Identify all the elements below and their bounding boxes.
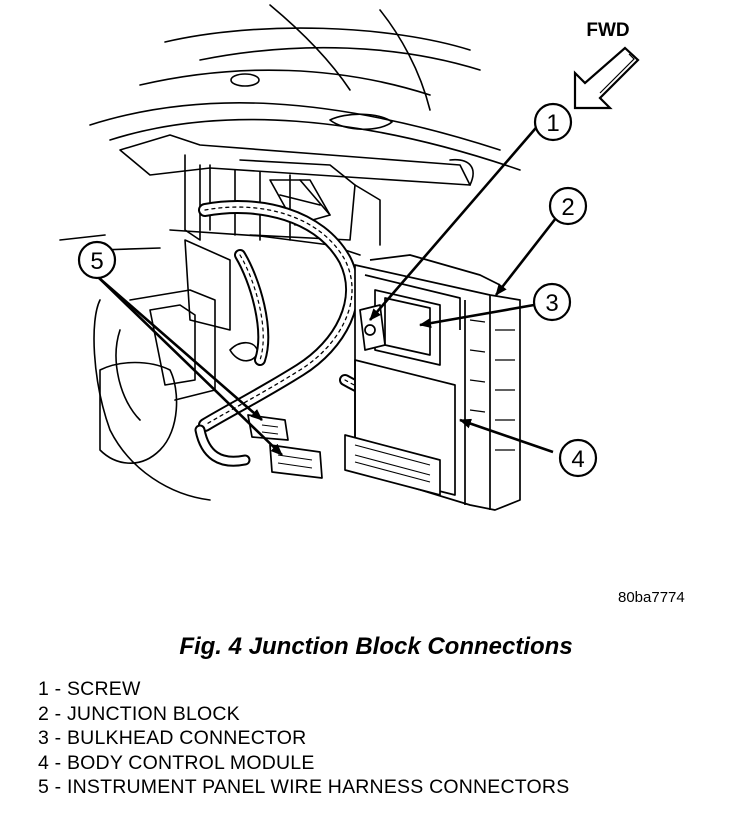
- callout-5: 5: [77, 240, 117, 280]
- leader-line-5b: [98, 277, 283, 456]
- junction-block-assembly: [344, 254, 521, 511]
- callout-number: 2: [561, 194, 574, 221]
- legend-item: 5 - INSTRUMENT PANEL WIRE HARNESS CONNEC…: [38, 776, 570, 799]
- callout-number: 1: [546, 110, 559, 137]
- callout-number: 3: [545, 290, 558, 317]
- dashboard-structure: [59, 4, 521, 501]
- fwd-arrow-icon: [573, 46, 640, 110]
- figure-id: 80ba7774: [618, 589, 685, 606]
- legend-item: 4 - BODY CONTROL MODULE: [38, 751, 315, 774]
- fwd-label: FWD: [586, 20, 629, 41]
- leader-line-3: [419, 303, 535, 329]
- callout-1: 1: [533, 102, 573, 142]
- callout-3: 3: [532, 282, 572, 322]
- legend-list: 1 - SCREW 2 - JUNCTION BLOCK 3 - BULKHEA…: [38, 677, 569, 800]
- leader-line-5a: [98, 277, 263, 421]
- callout-4: 4: [558, 438, 598, 478]
- callout-number: 5: [90, 248, 103, 275]
- harness-connectors: [247, 414, 323, 479]
- callout-number: 4: [571, 446, 584, 473]
- callout-2: 2: [548, 186, 588, 226]
- leader-line-4: [459, 418, 554, 454]
- legend-item: 3 - BULKHEAD CONNECTOR: [38, 727, 307, 750]
- leader-line-2: [494, 217, 558, 296]
- leader-line-1: [369, 121, 542, 321]
- leader-lines: [98, 121, 558, 456]
- forward-direction-arrow: FWD: [573, 20, 640, 110]
- figure-caption: Fig. 4 Junction Block Connections: [179, 633, 573, 660]
- legend-item: 1 - SCREW: [38, 678, 141, 700]
- legend-item: 2 - JUNCTION BLOCK: [38, 702, 240, 725]
